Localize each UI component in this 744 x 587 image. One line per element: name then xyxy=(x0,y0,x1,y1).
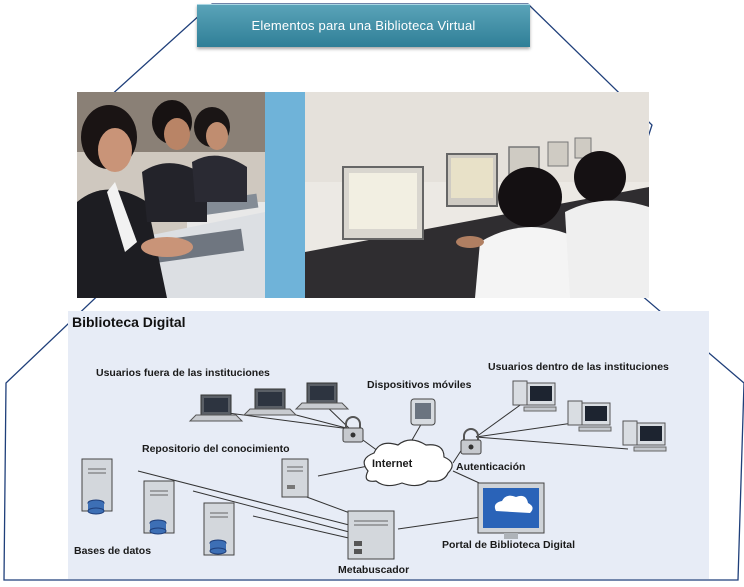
desktop-computer-icon xyxy=(512,380,557,412)
portal-monitor-icon xyxy=(477,482,545,539)
desktop-computer-icon xyxy=(567,400,612,432)
label-repository: Repositorio del conocimiento xyxy=(142,443,290,455)
computer-lab-photo xyxy=(265,92,649,298)
laptop-icon xyxy=(188,394,244,422)
label-outside-users: Usuarios fuera de las instituciones xyxy=(96,367,270,379)
database-server-icon xyxy=(203,502,235,556)
label-inside-users: Usuarios dentro de las instituciones xyxy=(488,361,669,373)
database-server-icon xyxy=(143,480,175,535)
laptop-icon xyxy=(242,388,298,416)
page-title-banner: Elementos para una Biblioteca Virtual xyxy=(197,4,530,47)
lock-icon xyxy=(342,416,364,443)
label-metasearch: Metabuscador xyxy=(338,564,410,576)
metasearch-server-icon xyxy=(347,510,395,560)
label-internet: Internet xyxy=(372,458,413,470)
internet-cloud-icon xyxy=(363,439,453,487)
label-databases: Bases de datos xyxy=(74,545,152,557)
repository-server-icon xyxy=(281,458,309,498)
label-portal: Portal de Biblioteca Digital xyxy=(442,539,576,551)
network-diagram-graphic xyxy=(81,380,667,560)
lock-icon xyxy=(460,428,482,455)
database-server-icon xyxy=(81,458,113,515)
laptop-icon xyxy=(294,382,350,410)
desktop-computer-icon xyxy=(622,420,667,452)
label-authentication: Autenticación xyxy=(456,461,526,473)
mobile-device-icon xyxy=(410,398,436,426)
digital-library-diagram: Usuarios fuera de las instituciones Usua… xyxy=(68,311,709,579)
diagram-title: Biblioteca Digital xyxy=(72,314,186,330)
label-mobile-devices: Dispositivos móviles xyxy=(367,379,472,391)
students-laptops-photo xyxy=(77,92,265,298)
